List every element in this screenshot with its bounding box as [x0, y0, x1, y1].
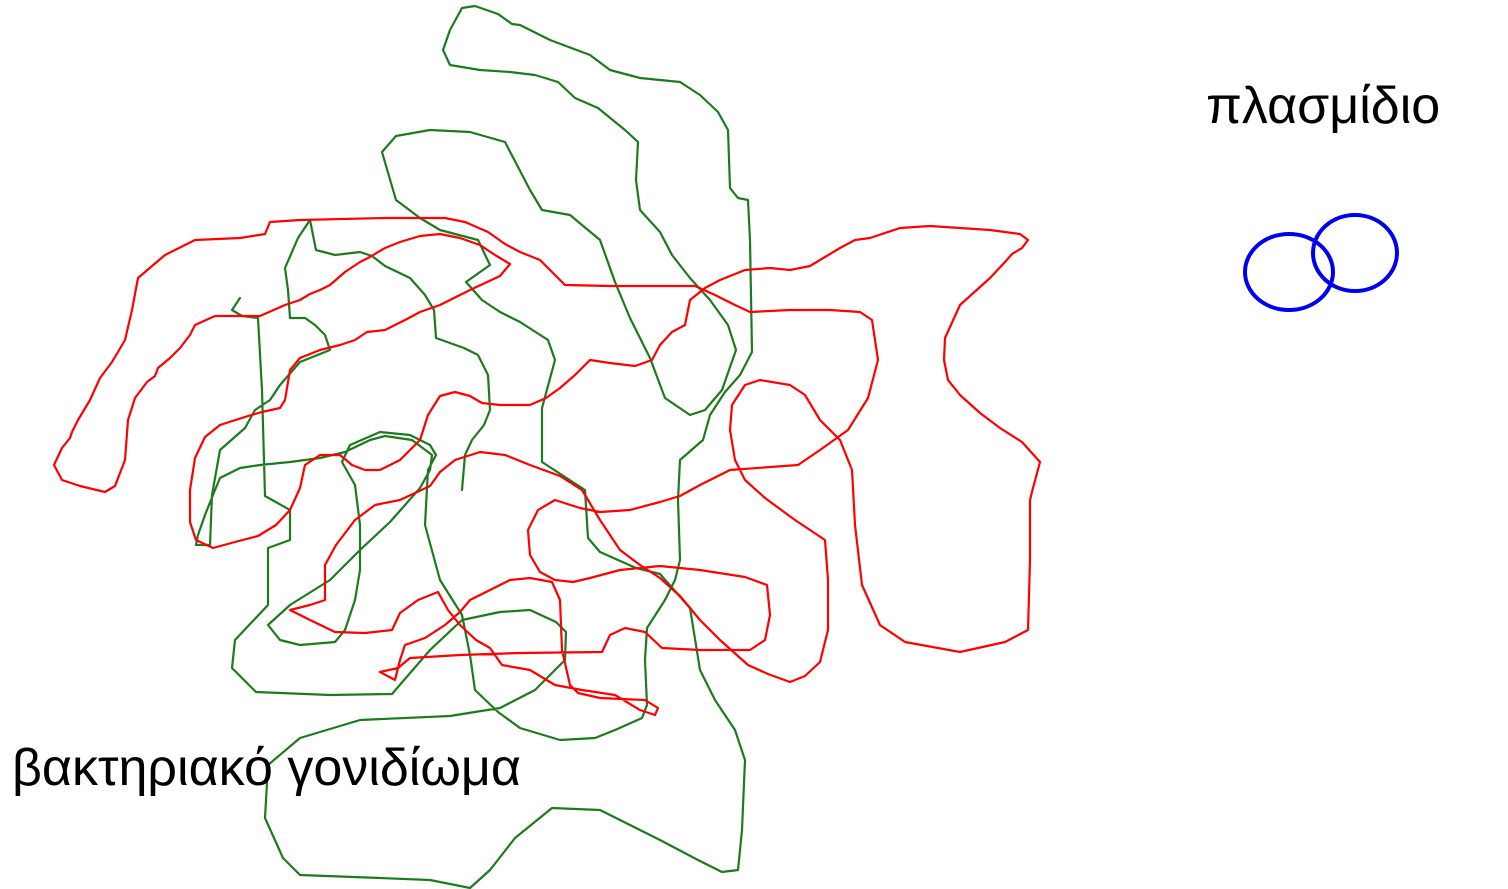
plasmid-label: πλασμίδιο — [1206, 77, 1441, 135]
genome-strand-green — [194, 4, 754, 889]
bacterial-genome-label: βακτηριακό γονιδίωμα — [12, 739, 521, 797]
genome-strand-red — [52, 216, 1042, 717]
plasmid-ring-right — [1311, 213, 1399, 293]
plasmid-ring-left — [1243, 232, 1335, 312]
